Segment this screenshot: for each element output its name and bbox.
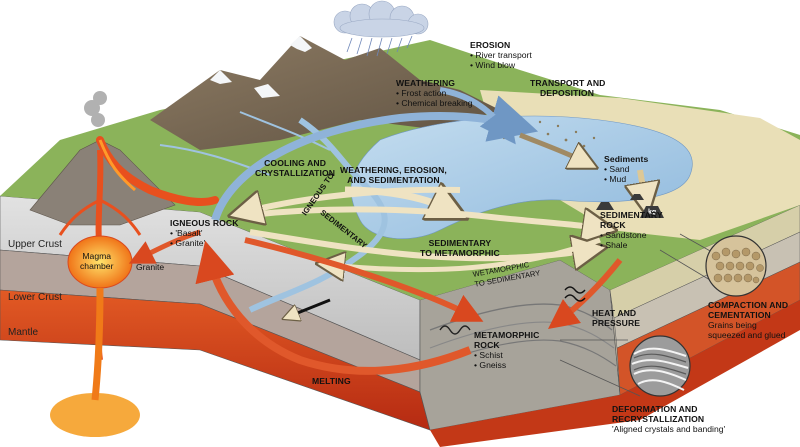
arrow-transport — [519, 132, 585, 162]
transport-line: DEPOSITION — [540, 88, 595, 98]
sed-rock-line: ROCK — [600, 220, 626, 230]
deformation-line: RECRYSTALLIZATION — [612, 414, 705, 424]
label-sedimentary-rock: SEDIMENTARY ROCK • Sandstone • Shale — [600, 210, 663, 250]
compaction-line: squeezed and glued — [708, 330, 786, 340]
weights-icons — [596, 194, 664, 218]
arrow-ign-to-meta — [244, 237, 484, 322]
wes-line: WEATHERING, EROSION, — [340, 165, 447, 175]
weight-kg-icon — [640, 206, 664, 218]
erosion-title: EROSION — [470, 40, 511, 50]
sed-rock-line: SEDIMENTARY — [600, 210, 663, 220]
sediments-title: Sediments — [604, 154, 649, 164]
label-weathering: WEATHERING • Frost action • Chemical bre… — [396, 78, 473, 108]
label-granite: Granite — [136, 262, 164, 272]
meta-rock-line: ROCK — [474, 340, 500, 350]
label-melting: MELTING — [312, 376, 351, 386]
label-sed-to-meta: SEDIMENTARY TO METAMORPHIC — [420, 238, 500, 258]
label-erosion: EROSION • River transport • Wind blow — [470, 40, 532, 70]
deformation-line: 'Aligned crystals and banding' — [612, 424, 726, 434]
arrow-to-igneous — [245, 186, 461, 212]
cooling-line: CRYSTALLIZATION — [255, 168, 336, 178]
arrow-meta-to-sed — [330, 237, 601, 270]
label-wes: WEATHERING, EROSION, AND SEDIMENTATION — [340, 165, 447, 185]
wes-line: AND SEDIMENTATION — [347, 175, 440, 185]
arrow-ign-magma — [128, 229, 201, 264]
rain-cloud — [333, 0, 429, 57]
heat-wave-icon — [564, 286, 586, 302]
deformation-inset — [629, 335, 691, 397]
cooling-line: COOLING AND — [264, 158, 326, 168]
erosion-item: • Wind blow — [470, 60, 516, 70]
meta-rock-item: • Schist — [474, 350, 503, 360]
label-deformation: DEFORMATION AND RECRYSTALLIZATION 'Align… — [612, 404, 725, 434]
arrow-heat-pressure — [548, 258, 623, 330]
igneous-item: • 'Basalt' — [170, 228, 203, 238]
label-upper-crust: Upper Crust — [8, 240, 62, 250]
label-magma: Magma chamber — [80, 251, 113, 271]
fold-squiggle-icon — [439, 325, 471, 335]
sed-to-meta-line: TO METAMORPHIC — [420, 248, 500, 258]
arrow-erosion — [439, 87, 516, 145]
sed-rock-item: • Sandstone — [600, 230, 647, 240]
weathering-item: • Frost action — [396, 88, 447, 98]
deformation-line: DEFORMATION AND — [612, 404, 698, 414]
sediments-item: • Mud — [604, 174, 627, 184]
igneous-item: • Granite' — [170, 238, 206, 248]
label-metamorphic-rock: METAMORPHIC ROCK • Schist • Gneiss — [474, 330, 539, 370]
granite-text: Granite — [136, 262, 165, 272]
heat-pressure-line: HEAT AND — [592, 308, 637, 318]
weight-icon — [596, 202, 614, 210]
compaction-line: COMPACTION AND — [708, 300, 789, 310]
arrow-ign-to-sed — [249, 206, 600, 228]
transport-line: TRANSPORT AND — [530, 78, 606, 88]
label-heat-pressure: HEAT AND PRESSURE — [592, 308, 640, 328]
meta-rock-item: • Gneiss — [474, 360, 507, 370]
meta-rock-line: METAMORPHIC — [474, 330, 540, 340]
weathering-item: • Chemical breaking — [396, 98, 473, 108]
label-igneous-rock: IGNEOUS ROCK • 'Basalt' • Granite' — [170, 218, 239, 248]
label-compaction: COMPACTION AND CEMENTATION Grains being … — [708, 300, 788, 340]
label-kg: kg — [648, 208, 656, 218]
river — [248, 117, 388, 313]
heat-pressure-line: PRESSURE — [592, 318, 641, 328]
sediments-item: • Sand — [604, 164, 630, 174]
compaction-line: Grains being — [708, 320, 757, 330]
arrow-sed-down — [640, 169, 645, 200]
mantle-text: Mantle — [8, 327, 39, 338]
arrow-wes — [344, 190, 450, 210]
arrow-melting — [195, 240, 472, 375]
kg-text: kg — [648, 209, 657, 216]
lower-crust-text: Lower Crust — [8, 292, 62, 303]
erosion-item: • River transport — [470, 50, 532, 60]
mountain-range — [150, 36, 500, 150]
igneous-title: IGNEOUS ROCK — [170, 218, 239, 228]
magma-line: chamber — [80, 261, 114, 271]
melting-text: MELTING — [312, 376, 351, 386]
arrow-subduction — [290, 298, 331, 316]
label-cooling: COOLING AND CRYSTALLIZATION — [255, 158, 335, 178]
label-sediments: Sediments • Sand • Mud — [604, 154, 648, 184]
label-lower-crust: Lower Crust — [8, 293, 62, 303]
magma-line: Magma — [82, 251, 112, 261]
volcano-smoke — [84, 91, 107, 127]
compaction-line: CEMENTATION — [708, 310, 771, 320]
magma-system — [50, 149, 142, 437]
compaction-inset — [705, 235, 767, 297]
sed-rock-item: • Shale — [600, 240, 628, 250]
label-transport: TRANSPORT AND DEPOSITION — [530, 78, 605, 98]
weathering-title: WEATHERING — [396, 78, 456, 88]
label-mantle: Mantle — [8, 328, 38, 338]
process-arrows — [128, 87, 645, 375]
sed-to-meta-line: SEDIMENTARY — [428, 238, 492, 248]
upper-crust-text: Upper Crust — [8, 239, 62, 250]
